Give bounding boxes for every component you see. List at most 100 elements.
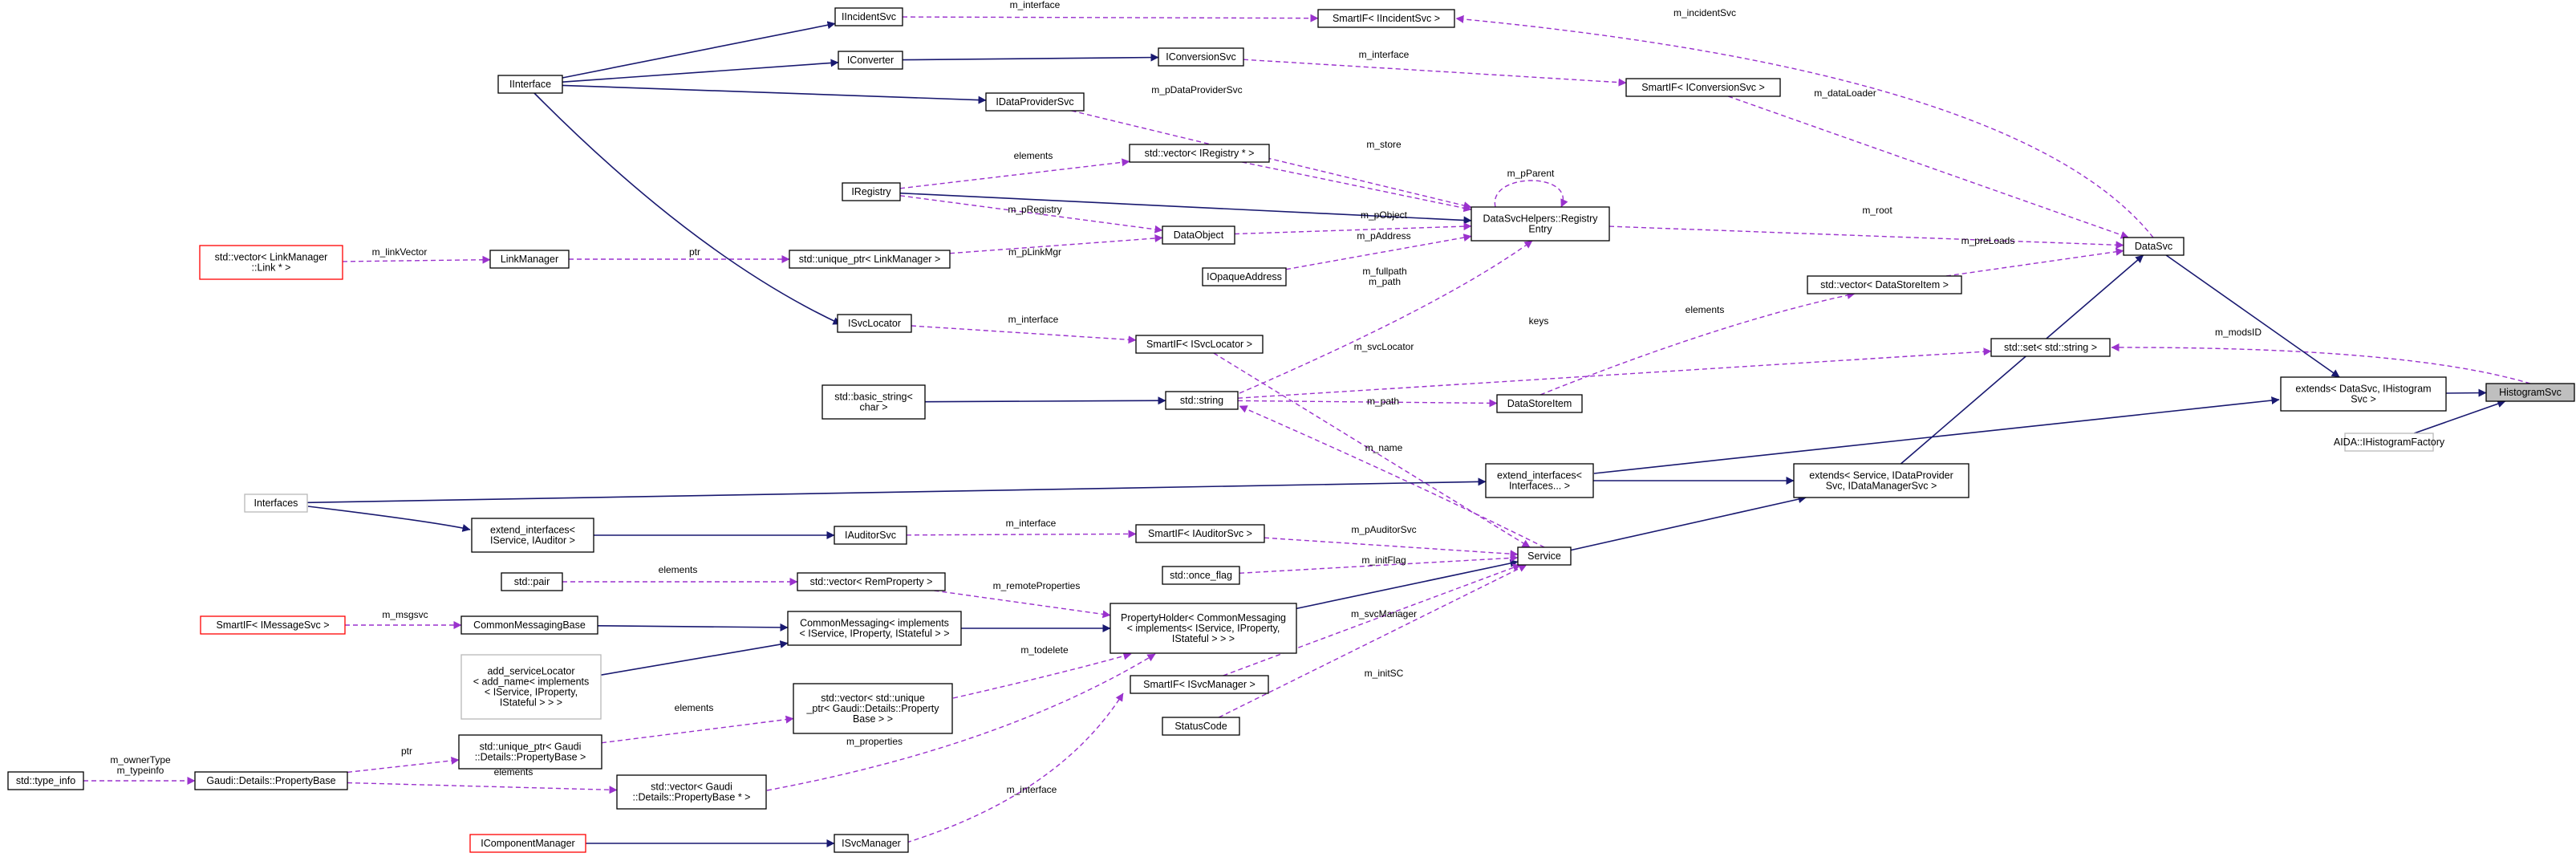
node-box <box>1110 603 1297 654</box>
node-label: Entry <box>1528 224 1552 235</box>
node-label: SmartIF< ISvcLocator > <box>1146 339 1252 350</box>
edge-labels-layer: m_modsIDm_incidentSvcm_dataLoaderm_rootm… <box>110 0 2262 795</box>
class-node-AddServiceLocator[interactable]: add_serviceLocator< add_name< implements… <box>460 654 602 720</box>
class-node-PropertyBase[interactable]: Gaudi::Details::PropertyBase <box>194 771 348 790</box>
class-node-extendIService[interactable]: extend_interfaces<IService, IAuditor > <box>471 518 594 553</box>
class-node-IRegistry[interactable]: IRegistry <box>842 182 901 201</box>
usage-edge-VecLink-to-LinkManager <box>342 255 491 264</box>
node-label: Interfaces <box>254 498 298 509</box>
class-node-SmartIAuditor[interactable]: SmartIF< IAuditorSvc > <box>1135 524 1265 543</box>
class-node-VecIRegistry[interactable]: std::vector< IRegistry * > <box>1129 144 1270 163</box>
class-node-IConverter[interactable]: IConverter <box>838 51 903 70</box>
class-node-StdString[interactable]: std::string <box>1165 391 1239 410</box>
class-node-Interfaces[interactable]: Interfaces <box>244 493 308 513</box>
node-box <box>1162 566 1240 585</box>
edge-label: m_initSC <box>1365 668 1404 679</box>
edge-label: elements <box>659 564 698 575</box>
usage-edge-VecUniqueProp-to-PropertyHolder <box>952 652 1132 699</box>
node-box <box>7 771 84 790</box>
class-node-ISvcLocator[interactable]: ISvcLocator <box>837 314 912 333</box>
class-node-IAuditorSvc[interactable]: IAuditorSvc <box>834 526 907 545</box>
class-node-IOpaqueAddress[interactable]: IOpaqueAddress <box>1202 267 1287 286</box>
node-label: DataSvc <box>2135 241 2172 252</box>
class-node-SmartIIncident[interactable]: SmartIF< IIncidentSvc > <box>1317 9 1455 28</box>
class-node-SmartISvcLocator[interactable]: SmartIF< ISvcLocator > <box>1135 335 1264 354</box>
edge-label: m_pLinkMgr <box>1008 246 1061 258</box>
class-node-SmartIConversion[interactable]: SmartIF< IConversionSvc > <box>1625 78 1781 97</box>
edge-label: m_interface <box>1010 0 1061 10</box>
class-node-VecUniqueProp[interactable]: std::vector< std::unique_ptr< Gaudi::Det… <box>793 683 953 734</box>
node-label: std::type_info <box>16 775 75 786</box>
class-node-LinkManager[interactable]: LinkManager <box>489 250 570 269</box>
class-node-extendInterfaces[interactable]: extend_interfaces<Interfaces... > <box>1485 463 1594 498</box>
edge-label: m_modsID <box>2215 327 2262 338</box>
node-label: StatusCode <box>1174 721 1227 732</box>
class-node-IIncidentSvc[interactable]: IIncidentSvc <box>834 7 903 26</box>
node-label: IIncidentSvc <box>842 11 896 22</box>
class-node-IComponentManager[interactable]: IComponentManager <box>469 834 586 853</box>
class-node-StatusCode[interactable]: StatusCode <box>1162 717 1240 736</box>
inheritance-edge-CommonMessagingBase-to-CommonMessaging <box>597 623 789 632</box>
node-box <box>2485 383 2575 402</box>
class-node-DataObject[interactable]: DataObject <box>1162 225 1235 245</box>
edge-label: m_interface <box>1008 314 1059 325</box>
class-node-SmartIMessage[interactable]: SmartIF< IMessageSvc > <box>200 615 346 635</box>
class-node-SetString[interactable]: std::set< std::string > <box>1990 338 2111 357</box>
class-node-TypeInfo[interactable]: std::type_info <box>7 771 84 790</box>
class-node-VecLink[interactable]: std::vector< LinkManager::Link * > <box>199 245 343 280</box>
node-label: char > <box>859 402 887 413</box>
class-node-VecRemProperty[interactable]: std::vector< RemProperty > <box>797 572 946 591</box>
edge-label: m_svcLocator <box>1354 341 1414 352</box>
class-node-CommonMessaging[interactable]: CommonMessaging< implements< IService, I… <box>787 611 962 646</box>
class-node-IDataProviderSvc[interactable]: IDataProviderSvc <box>985 92 1085 112</box>
node-box <box>460 654 602 720</box>
class-node-OnceFlag[interactable]: std::once_flag <box>1162 566 1240 585</box>
node-label: std::once_flag <box>1170 570 1232 581</box>
class-node-DataSvc[interactable]: DataSvc <box>2123 237 2185 256</box>
usage-edge-PropertyBase-to-UniquePropBase <box>347 756 460 774</box>
edge-label: m_pRegistry <box>1008 204 1061 215</box>
edge-label: m_linkVector <box>372 246 428 258</box>
class-node-DataStoreItem[interactable]: DataStoreItem <box>1496 394 1583 413</box>
class-node-VecDataStoreItem[interactable]: std::vector< DataStoreItem > <box>1807 275 1962 294</box>
node-label: IComponentManager <box>481 838 574 849</box>
class-node-ISvcManager[interactable]: ISvcManager <box>834 834 909 853</box>
class-node-CommonMessagingBase[interactable]: CommonMessagingBase <box>460 615 598 635</box>
node-box <box>1625 78 1781 97</box>
node-box <box>489 250 570 269</box>
node-label: CommonMessaging< implements <box>800 618 949 629</box>
class-node-BasicString[interactable]: std::basic_string<char > <box>821 384 926 420</box>
node-label: std::set< std::string > <box>2004 342 2097 353</box>
usage-edge-IDataProviderSvc-to-RegistryEntry <box>1071 110 1472 209</box>
edge-label: elements <box>675 702 714 713</box>
class-node-PropertyHolder[interactable]: PropertyHolder< CommonMessaging< impleme… <box>1110 603 1297 654</box>
class-node-VecPropPtr[interactable]: std::vector< Gaudi::Details::PropertyBas… <box>616 774 767 810</box>
class-node-HistogramSvc[interactable]: HistogramSvc <box>2485 383 2575 402</box>
edge-label: m_interface <box>1006 518 1057 529</box>
usage-edge-StdString-to-RegistryEntry <box>1239 240 1533 394</box>
node-label: std::vector< DataStoreItem > <box>1820 279 1949 290</box>
node-label: std::basic_string< <box>834 392 913 403</box>
node-box <box>985 92 1085 112</box>
class-node-StdPair[interactable]: std::pair <box>501 572 563 591</box>
usage-edge-SmartIIncident-to-DataSvc <box>1455 14 2154 238</box>
node-label: Svc > <box>2351 394 2376 405</box>
node-label: Interfaces... > <box>1509 481 1570 492</box>
node-label: IRegistry <box>851 186 891 197</box>
inheritance-edge-extendsService-to-DataSvc <box>1900 254 2144 465</box>
class-node-IConversionSvc[interactable]: IConversionSvc <box>1158 47 1244 67</box>
node-box <box>460 615 598 635</box>
class-node-SmartISvcManager[interactable]: SmartIF< ISvcManager > <box>1130 675 1269 694</box>
node-box <box>1517 546 1572 566</box>
usage-edge-SmartIConversion-to-DataSvc <box>1727 95 2129 239</box>
usage-edge-RegistryEntry-to-RegistryEntry <box>1494 180 1568 208</box>
class-node-Service[interactable]: Service <box>1517 546 1572 566</box>
class-node-IInterface[interactable]: IInterface <box>497 75 563 94</box>
class-node-AIDA[interactable]: AIDA::IHistogramFactory <box>2334 433 2445 452</box>
node-label: IConverter <box>847 55 894 66</box>
class-node-UniquePropBase[interactable]: std::unique_ptr< Gaudi::Details::Propert… <box>458 734 602 770</box>
class-node-UniqueLinkManager[interactable]: std::unique_ptr< LinkManager > <box>789 250 951 269</box>
class-node-extendsService[interactable]: extends< Service, IDataProviderSvc, IDat… <box>1793 463 1970 498</box>
